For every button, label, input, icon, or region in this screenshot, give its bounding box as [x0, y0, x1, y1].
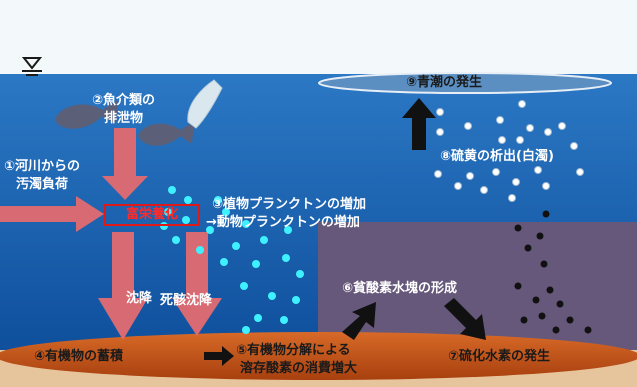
- label-sink: 沈降: [126, 291, 153, 306]
- arrow-excretion: [102, 128, 148, 200]
- sky-area: [0, 0, 637, 74]
- h2s-dots: [514, 210, 592, 334]
- label-decomp-2: 溶存酸素の消費増大: [240, 361, 358, 376]
- arrow-anoxic-down: [444, 298, 486, 340]
- label-fish: ②魚介類の: [92, 93, 156, 108]
- label-blue-tide: ⑨青潮の発生: [406, 75, 483, 90]
- squid-icon: [187, 79, 223, 129]
- label-decomp: ⑤有機物分解による: [236, 343, 351, 358]
- water-level-icon: [21, 57, 43, 76]
- label-organic: ④有機物の蓄積: [34, 349, 124, 364]
- blue-tide-ellipse: [318, 72, 612, 94]
- arrow-sink: [98, 232, 148, 340]
- arrow-dead-sink: [172, 232, 222, 336]
- black-arrows: [342, 98, 486, 340]
- arrows: [0, 128, 222, 340]
- label-river-2: 汚濁負荷: [16, 177, 69, 192]
- label-dead-sink: 死骸沈降: [160, 293, 213, 308]
- sediment-layer: [0, 332, 637, 380]
- label-plankton: ③植物プランクトンの増加: [212, 197, 367, 212]
- label-h2s: ⑦硫化水素の発生: [448, 349, 551, 364]
- fish-icon: [55, 100, 194, 146]
- label-sulfur: ⑧硫黄の析出(白濁): [440, 149, 554, 164]
- label-river: ①河川からの: [4, 159, 81, 174]
- arrow-blue-tide: [402, 98, 436, 150]
- label-fish-2: 排泄物: [104, 111, 144, 126]
- arrow-organic-to-decomp: [204, 346, 234, 366]
- sulfur-dots: [434, 100, 584, 202]
- label-anoxic: ⑥貧酸素水塊の形成: [342, 281, 458, 296]
- label-plankton-2: →動物プランクトンの増加: [206, 215, 360, 230]
- arrow-decomp-up: [342, 302, 376, 340]
- eutrophication-box: 富栄養化: [104, 204, 200, 226]
- arrow-river: [0, 196, 104, 232]
